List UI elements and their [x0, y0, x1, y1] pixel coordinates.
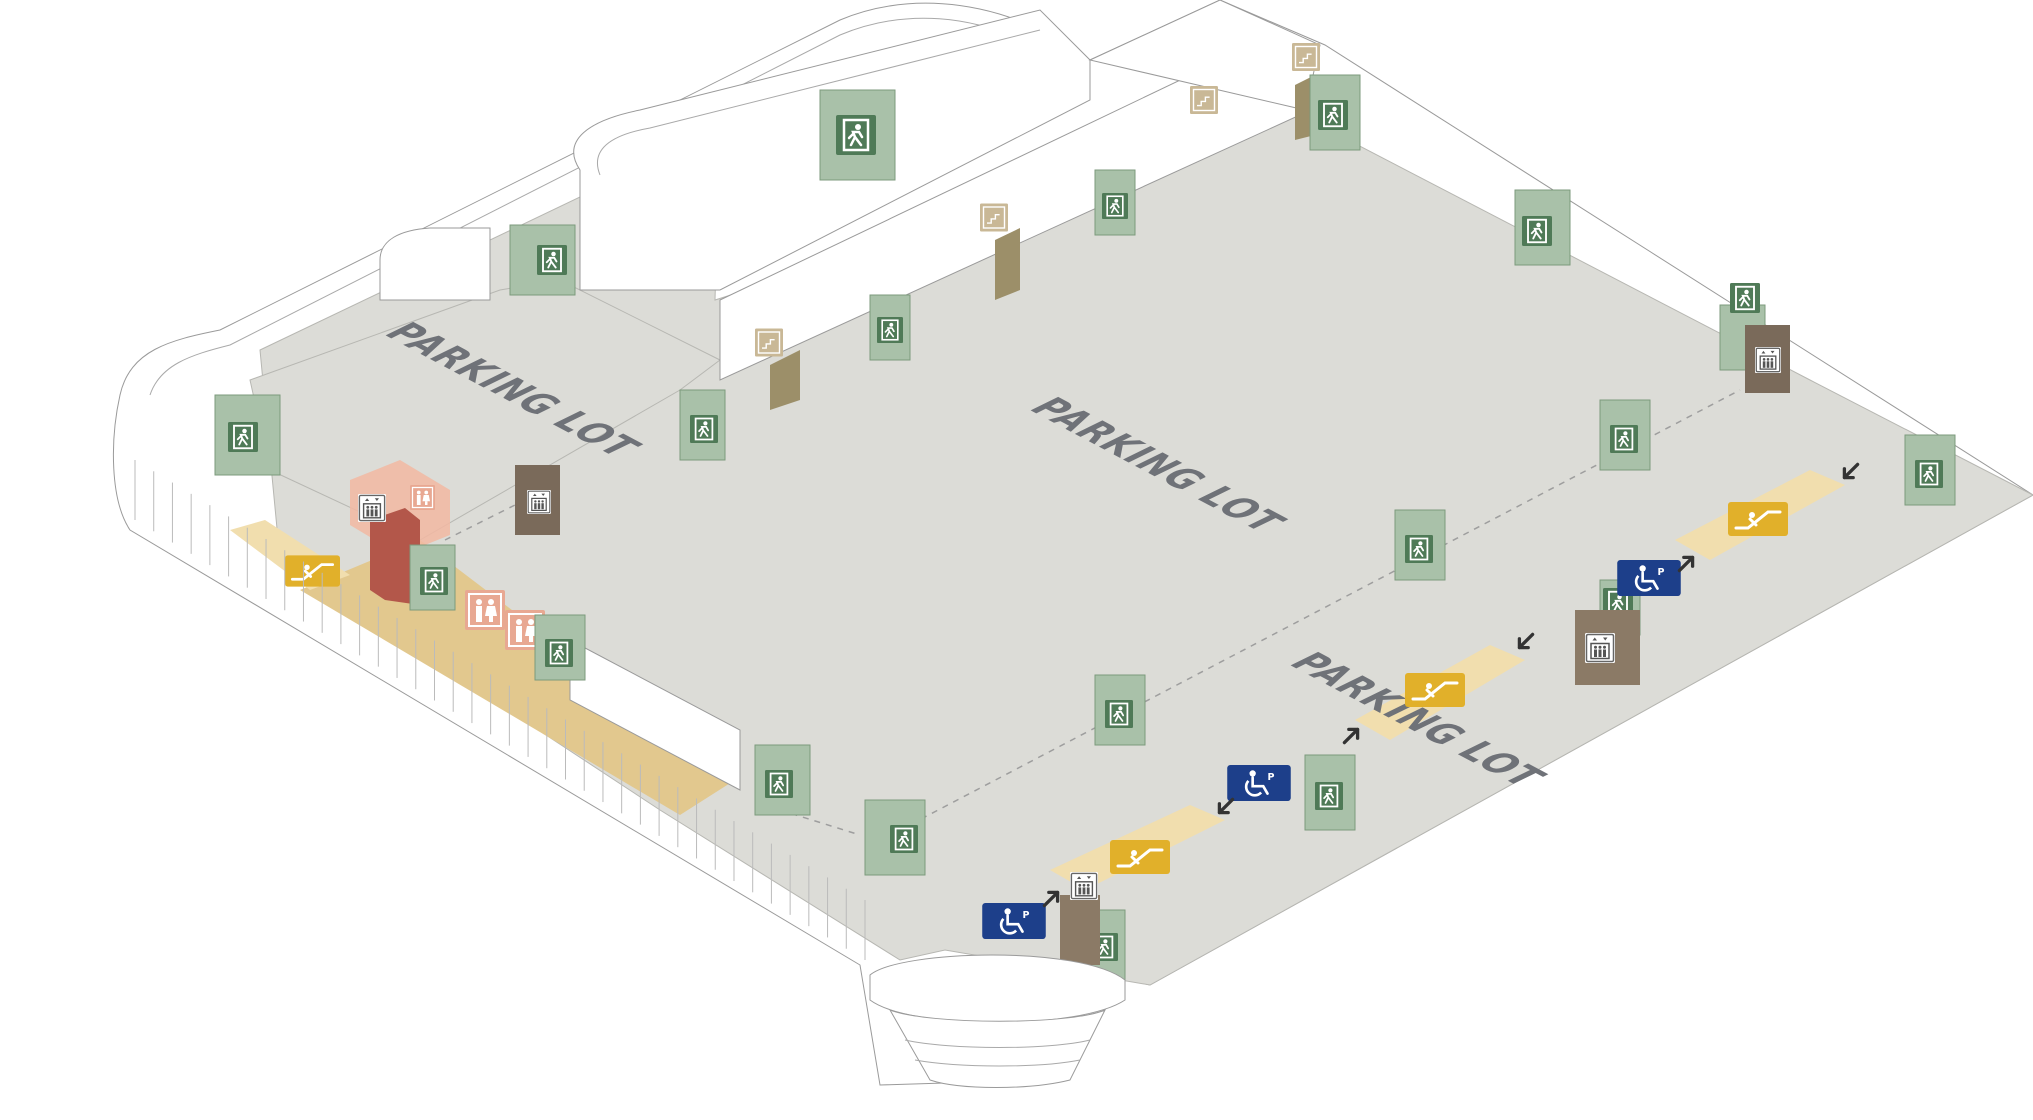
entrance-canopy	[869, 954, 1126, 1088]
exit-sign-ramp-1	[679, 389, 726, 461]
exit-sign-bottom-center	[864, 799, 926, 876]
emergency-exit-icon	[1730, 281, 1760, 315]
exit-sign-top-right	[1309, 74, 1361, 151]
emergency-exit-icon	[877, 315, 903, 345]
emergency-exit-icon	[537, 243, 567, 277]
exit-sign-top-center	[819, 89, 896, 181]
emergency-exit-icon	[890, 823, 918, 855]
emergency-exit-icon	[1915, 458, 1943, 490]
exit-sign-ramp-2	[869, 294, 911, 361]
emergency-exit-icon	[1405, 533, 1433, 565]
exit-signs	[214, 74, 1956, 986]
stairs-icon	[980, 202, 1008, 233]
escalator-icon	[285, 555, 340, 587]
escalator-icon	[1405, 673, 1465, 707]
emergency-exit-icon	[1318, 98, 1348, 132]
elevator-icon	[358, 493, 386, 523]
elevators	[515, 325, 1790, 965]
restroom-icon	[408, 485, 437, 510]
elevator-icon	[527, 489, 551, 515]
escalator-icon	[1110, 840, 1170, 874]
stairs-icon	[1292, 42, 1320, 72]
emergency-exit-icon	[1102, 191, 1128, 221]
exit-sign-lower-center	[1094, 674, 1146, 746]
exit-sign-right-2	[1599, 399, 1651, 471]
emergency-exit-icon	[228, 420, 258, 454]
emergency-exit-icon	[545, 637, 573, 669]
restroom-icon	[465, 590, 505, 630]
exit-sign-center	[1394, 509, 1446, 581]
emergency-exit-icon	[690, 413, 718, 445]
restroom-block	[285, 460, 545, 650]
exit-sign-lower-right	[1304, 754, 1356, 831]
emergency-exit-icon	[1315, 780, 1343, 812]
exit-sign-right-3	[1904, 434, 1956, 506]
escalator-icon	[1728, 502, 1788, 536]
elevator-bottom	[1060, 871, 1100, 965]
wall-ribbing	[134, 460, 866, 960]
stairs-icon	[1190, 85, 1218, 115]
exit-sign-ramp-3	[1094, 169, 1136, 236]
emergency-exit-icon	[420, 565, 448, 597]
exit-sign-right-1	[1514, 189, 1571, 266]
elevator-icon	[1755, 346, 1781, 374]
emergency-exit-icon	[836, 115, 876, 155]
exit-sign-left-wall	[214, 394, 281, 476]
stairs-icon	[755, 327, 783, 358]
elevator-left-lot	[515, 465, 560, 535]
exit-sign-upper-left	[509, 224, 576, 296]
accessible-parking-icon	[980, 903, 1048, 939]
emergency-exit-icon	[765, 768, 793, 800]
exit-sign-left-walkway	[534, 614, 586, 681]
accessible-parking-icon	[1615, 560, 1683, 596]
exit-sign-left-restroom	[409, 544, 456, 611]
emergency-exit-icon	[1105, 698, 1133, 730]
emergency-exit-icon	[1522, 214, 1552, 248]
elevator-center-right	[1575, 610, 1640, 685]
accessible-parking-icon	[1225, 765, 1293, 801]
emergency-exit-icon	[1610, 423, 1638, 455]
exit-sign-bottom-left	[754, 744, 811, 816]
walkway-strip	[300, 540, 735, 815]
elevator-icon	[1585, 632, 1615, 664]
elevator-far-right	[1745, 325, 1790, 393]
elevator-icon	[1070, 871, 1098, 901]
